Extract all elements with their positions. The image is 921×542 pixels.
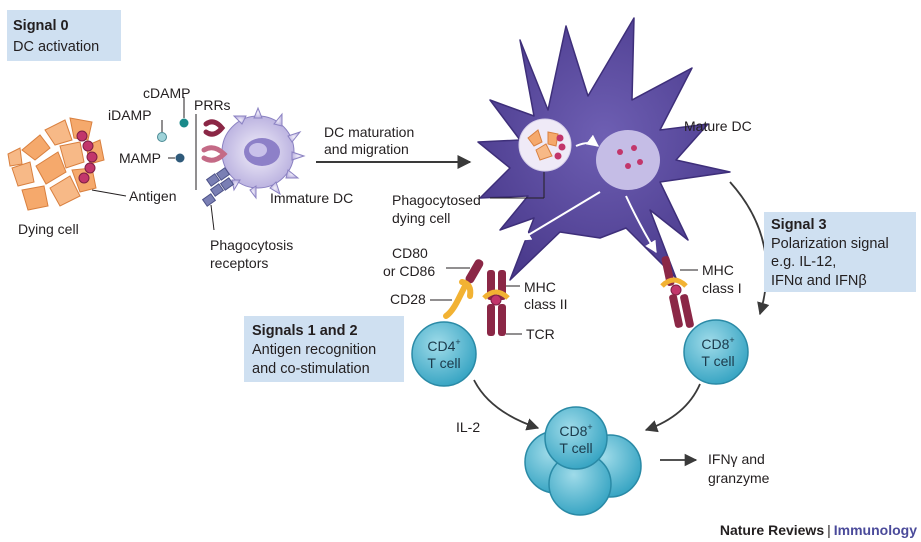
cd80-label-1: CD80 [392,245,428,261]
mhc1-tcr-pair [660,256,694,328]
cd8-cluster-cell-name: CD8+ [559,422,592,439]
tcr-label: TCR [526,326,555,342]
mature-dc-label: Mature DC [684,118,752,134]
cd80-cd28-pair [443,259,484,319]
immature-dc [201,106,306,207]
cd4-t-cell: CD4+ T cell [411,321,477,387]
cd8-t-cell-right: CD8+ T cell [683,319,749,385]
phagocytosis-receptors-label-2: receptors [210,255,268,271]
signal3-box: Signal 3 Polarization signal e.g. IL-12,… [764,212,916,292]
cd4-to-cluster-arrow [473,379,540,431]
journal-name: Nature Reviews [719,522,825,538]
cd8-right-cell-name: CD8+ [701,335,734,352]
journal-footer: Nature Reviews|Immunology [720,522,917,538]
mature-dc [477,17,731,281]
phagocytosed-label-2: dying cell [392,210,450,226]
signals12-title: Signals 1 and 2 [252,323,358,339]
signals12-line2: and co-stimulation [252,361,370,377]
antigen-beads [76,130,98,184]
footer-separator: | [827,522,831,538]
damp-markers [157,97,189,163]
dying-cell [7,117,105,211]
mamp-label: MAMP [119,150,161,166]
signals12-box: Signals 1 and 2 Antigen recognition and … [244,316,404,382]
maturation-label-2: and migration [324,141,409,157]
immature-dc-label: Immature DC [270,190,353,206]
signal3-line2: e.g. IL-12, [771,254,836,270]
cd8-t-cell-cluster: CD8+ T cell [524,406,642,516]
signal0-text: DC activation [13,39,99,55]
mhc2-label-1: MHC [524,279,556,295]
signal3-line3: IFNα and IFNβ [771,273,867,289]
il2-label: IL-2 [456,419,480,435]
cd4-cell-sub: T cell [427,355,460,371]
cdamp-label: cDAMP [143,85,190,101]
mhc2-tcr-pair [482,270,510,336]
signal0-title: Signal 0 [13,18,69,34]
cd8-right-cell-sub: T cell [701,353,734,369]
dying-cell-label: Dying cell [18,221,79,237]
signal3-arrow [729,181,770,316]
journal-section: Immunology [833,522,917,538]
phagocytosis-receptors-label-1: Phagocytosis [210,237,293,253]
cd28-label: CD28 [390,291,426,307]
cd4-cell-name: CD4+ [427,337,460,354]
antigen-label: Antigen [129,188,176,204]
signal3-title: Signal 3 [771,217,827,233]
signals12-line1: Antigen recognition [252,342,376,358]
mhc1-label-2: class I [702,280,742,296]
cd80-label-2: or CD86 [383,263,435,279]
signal3-line1: Polarization signal [771,236,889,252]
ifng-label-2: granzyme [708,470,770,486]
ifng-label-1: IFNγ and [708,451,765,467]
mhc2-label-2: class II [524,296,568,312]
signal0-box: Signal 0 DC activation [7,10,121,61]
cd8-cluster-cell-sub: T cell [559,440,592,456]
cd8-to-cluster-arrow [644,383,701,433]
phagocytosed-label-1: Phagocytosed [392,192,481,208]
mhc1-label-1: MHC [702,262,734,278]
prrs-label: PRRs [194,97,231,113]
idamp-label: iDAMP [108,107,152,123]
maturation-label-1: DC maturation [324,124,414,140]
